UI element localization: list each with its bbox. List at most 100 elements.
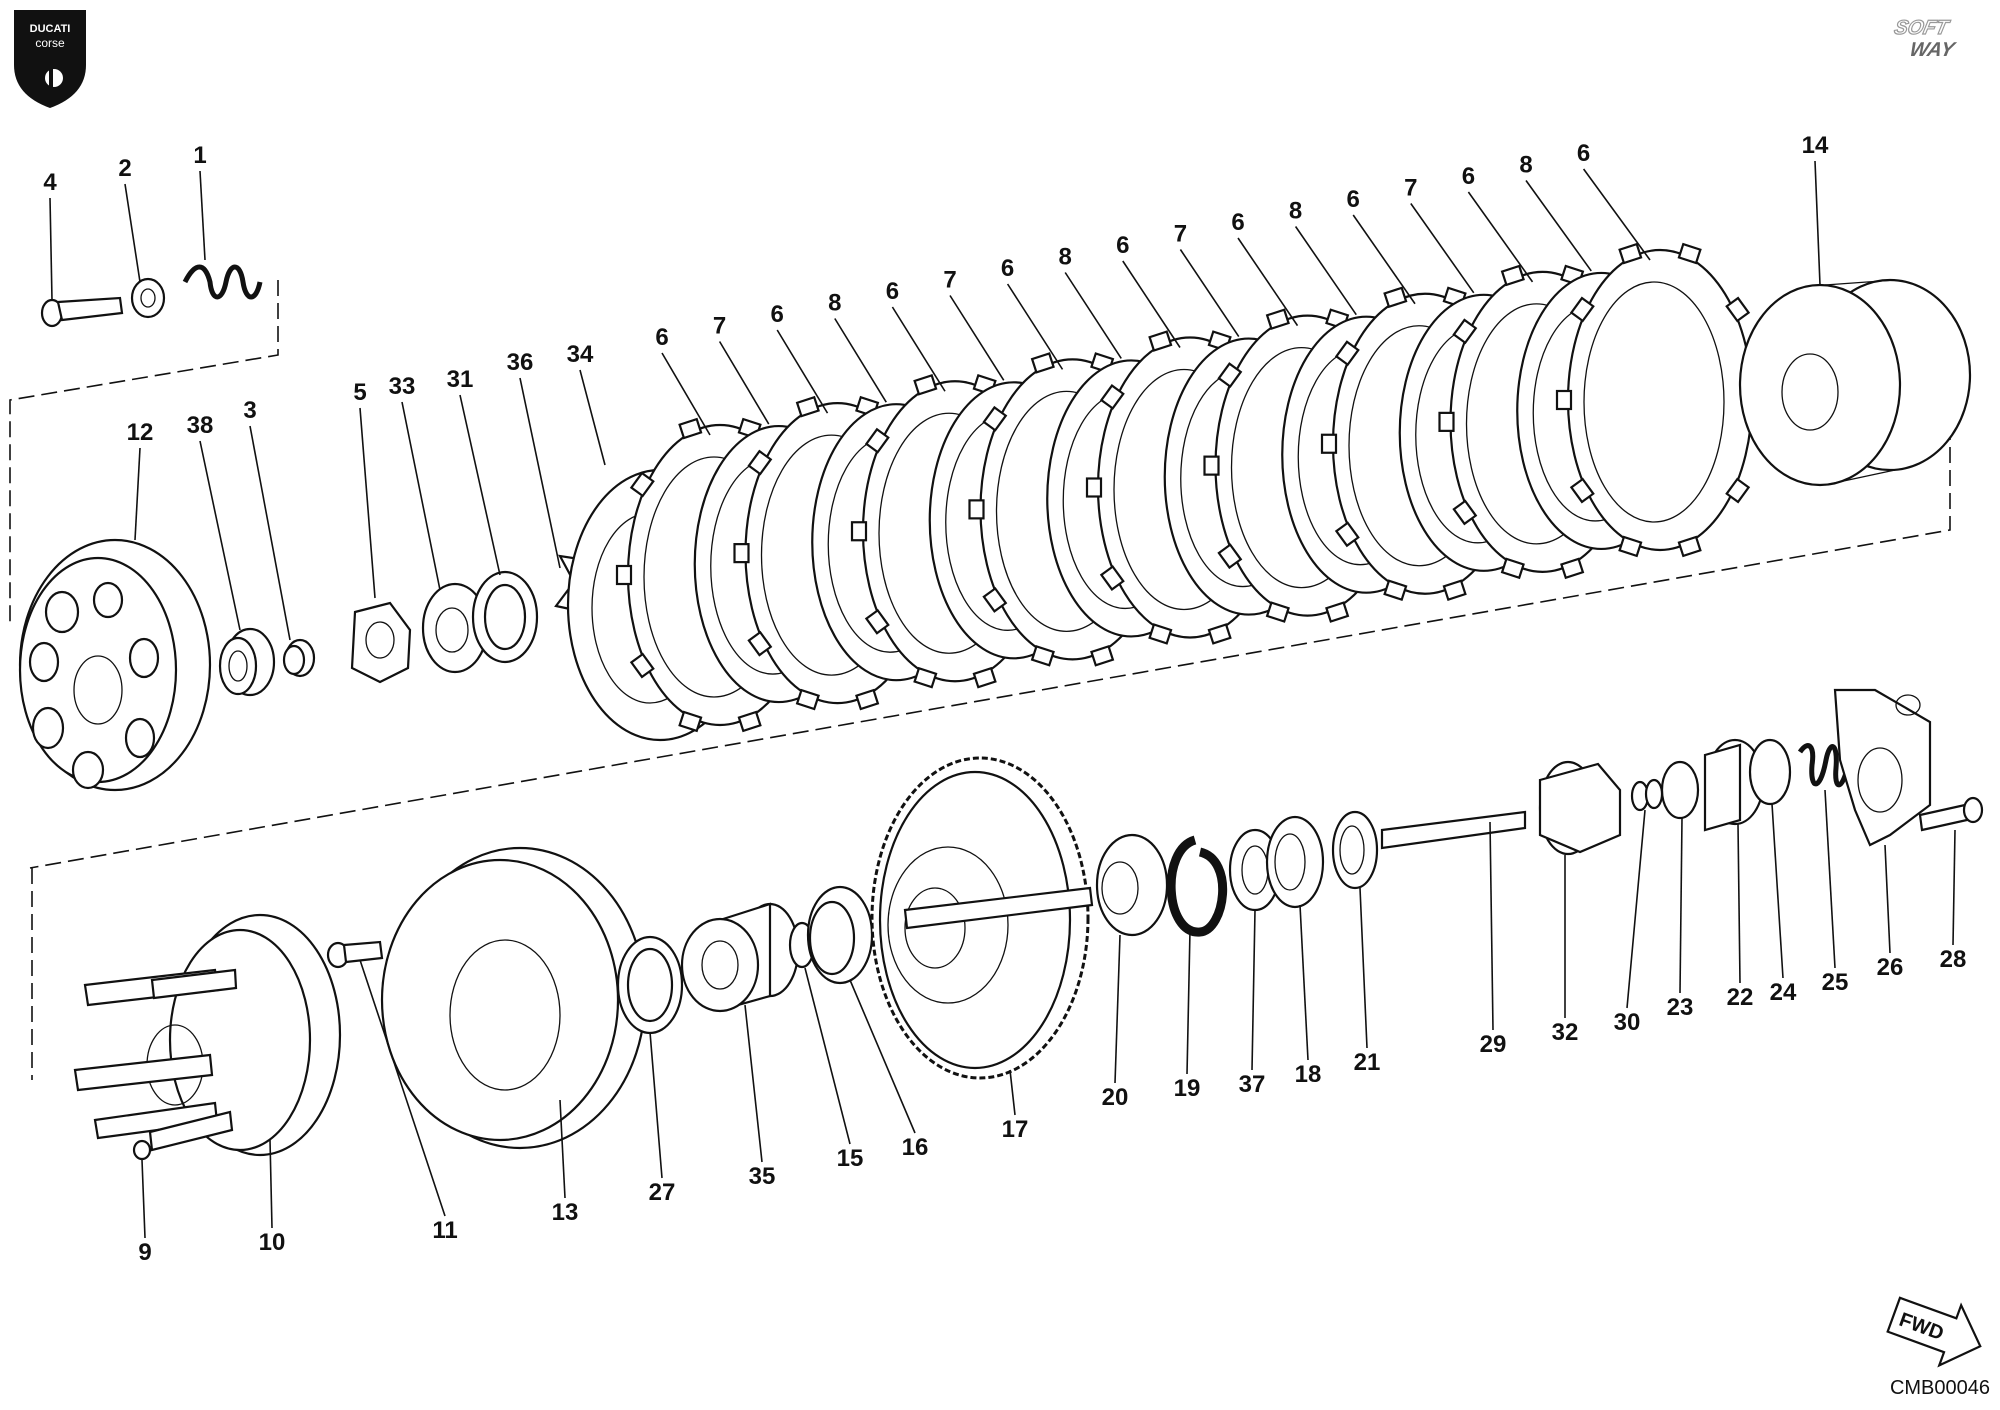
callout-8: 8 [1519,152,1532,179]
callout-6: 6 [886,278,899,305]
leader-line [1771,803,1784,979]
callout-8: 8 [1289,198,1302,225]
part-dust-boot [1538,760,1622,856]
callout-37: 37 [1239,1071,1266,1098]
callout-21: 21 [1354,1049,1381,1076]
part-washer [130,277,166,319]
leader-line [359,959,446,1217]
leader-line [559,1099,566,1199]
leader-line [804,967,851,1145]
part-pressure-plate [18,538,212,792]
callout-31: 31 [447,366,474,393]
callout-38: 38 [187,412,214,439]
callout-29: 29 [1480,1031,1507,1058]
callout-25: 25 [1822,969,1849,996]
callout-6: 6 [655,324,668,351]
callout-6: 6 [1116,232,1129,259]
leader-line [1179,249,1240,338]
callout-13: 13 [552,1199,579,1226]
part-shaft-bearing [1095,833,1169,937]
leader-line [776,329,829,414]
leader-line [579,369,606,466]
leader-line [1114,934,1121,1084]
leader-line [1352,214,1416,305]
watermark-line2: WAY [1908,39,1958,61]
leader-line [124,183,141,283]
leader-line [199,170,206,261]
leader-line [1679,817,1683,994]
leader-line [1582,168,1651,261]
leader-line [134,447,141,541]
callout-12: 12 [127,419,154,446]
leader-line [1626,809,1646,1009]
callout-5: 5 [353,379,366,406]
leader-line [1064,272,1122,359]
leader-line [459,394,501,576]
leader-line [401,401,441,591]
leader-line [744,1004,763,1163]
logo-text-top: DUCATI [30,23,71,35]
part-bushing-sleeve [1331,810,1379,890]
part-spacer [680,902,800,1013]
leader-line [1006,283,1064,370]
callout-26: 26 [1877,954,1904,981]
leader-line [1009,1069,1016,1116]
watermark-line1: SOFT [1892,17,1952,39]
part-ball [132,1139,152,1161]
part-o-rings [1630,778,1664,812]
leader-line [1467,191,1534,283]
leader-line [1814,160,1821,286]
callout-9: 9 [138,1239,151,1266]
leader-line [718,341,770,425]
leader-line [1294,226,1357,316]
leader-line [1299,904,1309,1061]
callout-28: 28 [1940,946,1967,973]
leader-line [891,306,946,392]
callout-15: 15 [837,1145,864,1172]
part-thrust-washer [616,935,684,1035]
leader-line [1251,909,1256,1071]
callout-6: 6 [1347,186,1360,213]
callout-6: 6 [771,301,784,328]
leader-line [49,197,53,301]
part-bearing [218,627,276,697]
callout-27: 27 [649,1179,676,1206]
part-piston-washer [1660,760,1700,820]
callout-36: 36 [507,349,534,376]
leader-line [1237,237,1299,327]
leader-line [1525,180,1592,272]
part-return-spring [1797,743,1851,788]
callout-35: 35 [749,1163,776,1190]
callout-23: 23 [1667,994,1694,1021]
leader-line [1884,844,1891,954]
part-oil-seal [806,885,874,985]
callout-24: 24 [1770,979,1797,1006]
drawing-code: CMB00046 [1889,1377,1990,1399]
leader-line [199,440,241,631]
callout-3: 3 [243,397,256,424]
callout-32: 32 [1552,1019,1579,1046]
leader-line [1186,929,1191,1075]
callout-7: 7 [713,313,726,340]
fwd-arrow-icon: FWD [1886,1296,1982,1368]
part-cylinder-bolt [1918,796,1984,832]
part-circlip [1166,835,1227,937]
callout-2: 2 [118,155,131,182]
leader-line [1410,203,1475,294]
callout-17: 17 [1002,1116,1029,1143]
part-piston [1703,738,1765,832]
leader-line [1489,821,1494,1031]
callout-11: 11 [432,1217,457,1244]
callout-6: 6 [1462,163,1475,190]
ducati-corse-logo: DUCATI corse [14,10,86,108]
leader-line [1359,887,1368,1049]
callout-6: 6 [1001,255,1014,282]
callout-6: 6 [1577,140,1590,167]
part-push-rod [1380,810,1527,850]
part-needle-bearing [1265,815,1325,909]
leader-line [249,425,291,641]
part-spring [182,264,263,300]
part-basket-bolt [326,940,384,969]
